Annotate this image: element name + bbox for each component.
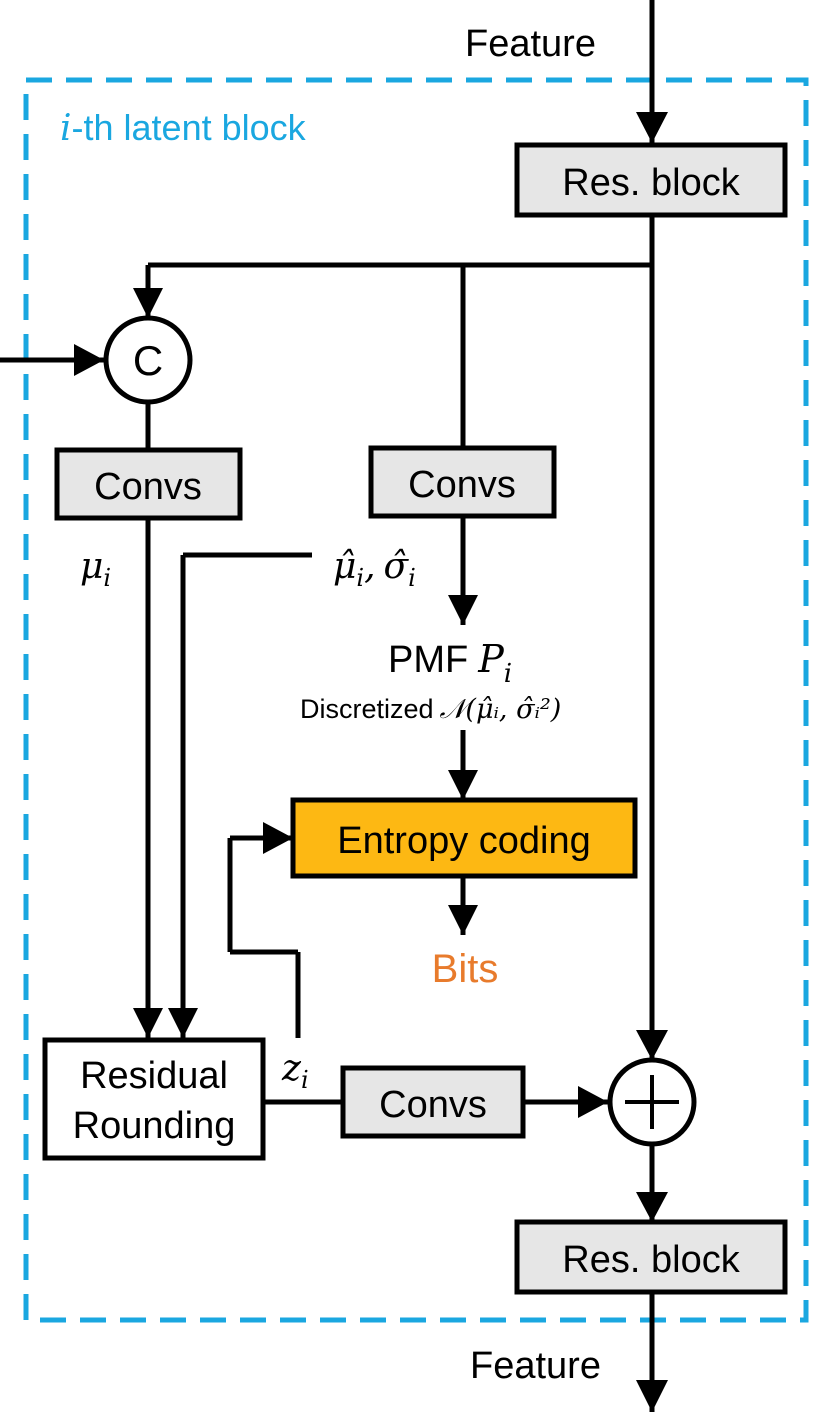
res-block-top-label: Res. block (562, 162, 740, 204)
bits-label: Bits (432, 947, 499, 991)
convs-left (54, 447, 243, 521)
mu-i-label: μi (80, 546, 111, 592)
concat-symbol: C (133, 337, 163, 384)
residual-rounding-box (42, 1037, 266, 1161)
convs-bottom (340, 1065, 526, 1139)
z-i-label: zi (281, 1048, 309, 1094)
muhat-sigmahat-label: μ̂i,σ̂i (333, 546, 416, 592)
latent-block-frame (23, 77, 809, 1323)
convs-left-label: Convs (94, 466, 202, 508)
feature-input-label: Feature (465, 23, 596, 65)
entropy-coding-label: Entropy coding (337, 820, 591, 862)
res-block-bottom-label: Res. block (562, 1239, 740, 1281)
latent-block-label: i-th latent block (60, 107, 307, 149)
residual-rounding-line2: Rounding (73, 1105, 236, 1147)
convs-mid (368, 445, 557, 519)
feature-output-label: Feature (470, 1345, 601, 1387)
convs-bottom-label: Convs (379, 1084, 487, 1126)
res-block-top (514, 142, 788, 218)
residual-rounding-line1: Residual (80, 1055, 228, 1097)
entropy-coding-box (290, 797, 638, 879)
convs-mid-label: Convs (408, 464, 516, 506)
